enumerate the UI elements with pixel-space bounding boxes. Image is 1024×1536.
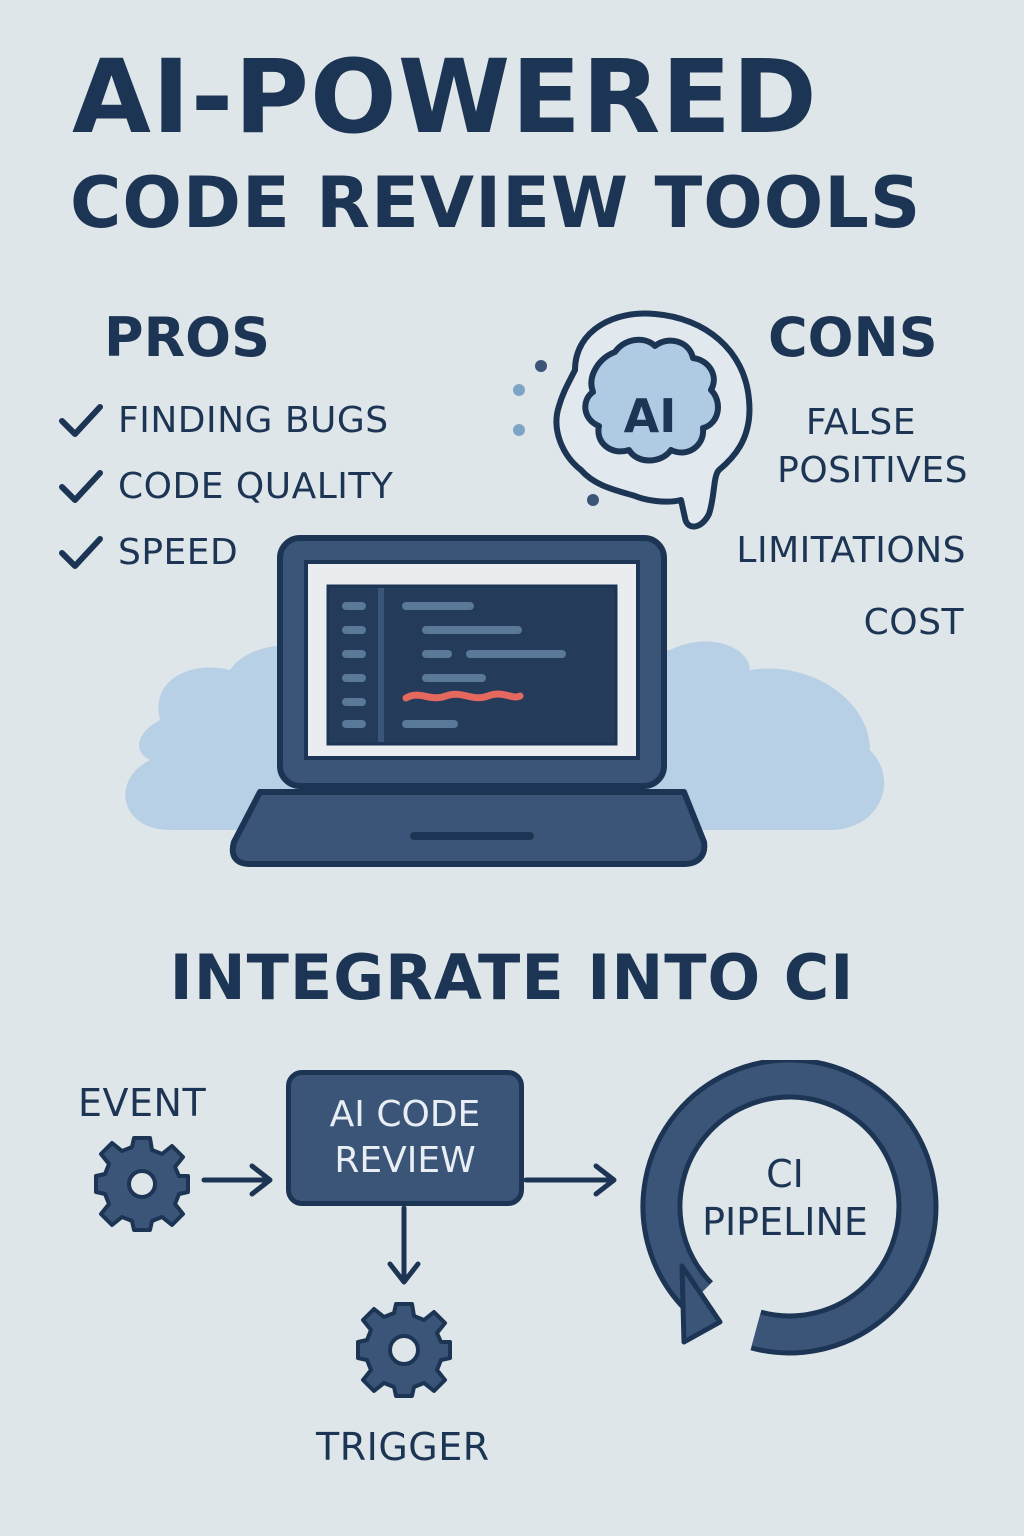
pipeline-line-2: PIPELINE (702, 1200, 868, 1244)
arrow-icon (201, 1163, 273, 1197)
pipeline-line-1: CI (766, 1152, 804, 1196)
check-icon (59, 404, 103, 437)
cycle-arrow-icon (640, 1060, 939, 1356)
review-line-1: AI CODE (329, 1094, 481, 1135)
head-profile-icon (513, 310, 753, 530)
ai-code-review-box: AI CODE REVIEW (286, 1070, 524, 1206)
title-line-2: CODE REVIEW TOOLS (70, 162, 922, 244)
cons-heading: CONS (768, 306, 938, 369)
pros-heading: PROS (104, 306, 270, 369)
title-line-1: AI-POWERED (72, 38, 818, 157)
review-line-2: REVIEW (334, 1140, 476, 1181)
trigger-label: TRIGGER (316, 1425, 490, 1469)
con-item: COST (863, 602, 964, 643)
gear-icon (94, 1136, 190, 1232)
con-item: LIMITATIONS (736, 530, 966, 571)
brain-icon (582, 336, 721, 464)
laptop-icon (125, 535, 885, 867)
pro-item: SPEED (58, 530, 238, 576)
pro-item-label: CODE QUALITY (118, 466, 394, 507)
con-item: POSITIVES (777, 450, 968, 491)
arrow-icon (523, 1163, 617, 1197)
pro-item: CODE QUALITY (58, 464, 393, 510)
pro-item: FINDING BUGS (58, 398, 389, 444)
ci-pipeline-label: CI PIPELINE (680, 1150, 890, 1246)
check-icon (59, 536, 103, 569)
check-icon (59, 470, 103, 503)
ci-heading: INTEGRATE INTO CI (169, 941, 855, 1014)
event-label: EVENT (78, 1081, 207, 1125)
arrow-icon (387, 1205, 421, 1285)
pro-item-label: SPEED (118, 532, 239, 573)
gear-icon (356, 1302, 452, 1398)
pro-item-label: FINDING BUGS (118, 400, 389, 441)
con-item: FALSE (805, 402, 916, 443)
ai-badge: AI (623, 389, 677, 443)
